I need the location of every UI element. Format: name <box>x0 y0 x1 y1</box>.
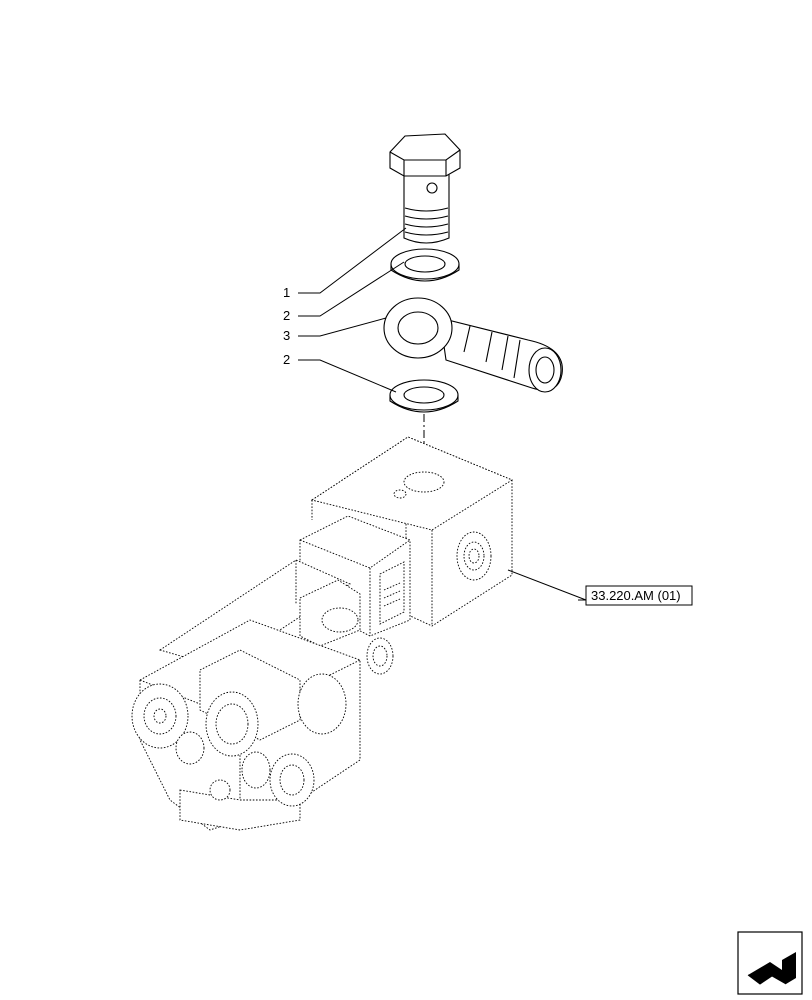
leader-1 <box>298 227 407 294</box>
valve-assembly <box>131 436 513 831</box>
reference-link[interactable]: 33.220.AM (01) <box>585 585 693 606</box>
leader-2a <box>298 261 405 317</box>
leader-ref <box>507 569 587 601</box>
banjo-bolt <box>389 133 461 244</box>
page-turn-arrow-icon[interactable] <box>737 931 803 995</box>
callout-3: 3 <box>283 328 290 343</box>
sealing-washer-lower <box>389 379 459 413</box>
banjo-fitting <box>383 297 563 393</box>
leader-2b <box>298 359 397 393</box>
callout-1: 1 <box>283 285 290 300</box>
reference-box[interactable] <box>585 585 693 606</box>
callout-2-lower: 2 <box>283 352 290 367</box>
callout-2-upper: 2 <box>283 308 290 323</box>
sealing-washer-upper <box>390 248 460 282</box>
reference-label[interactable]: 33.220.AM (01) <box>591 588 681 603</box>
leader-3 <box>298 317 387 337</box>
